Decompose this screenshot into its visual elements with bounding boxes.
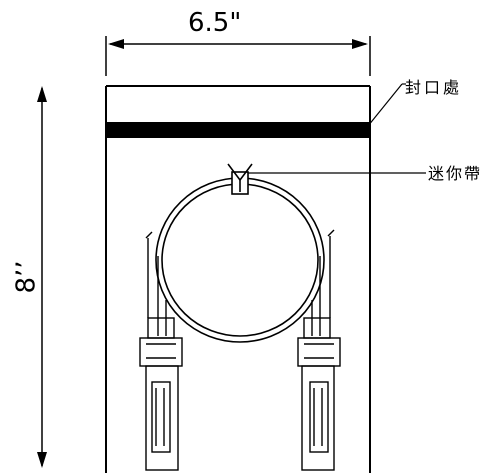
- width-dimension: [105, 36, 371, 76]
- right-connector: [297, 229, 341, 471]
- height-dimension-label: 8’’: [11, 260, 42, 294]
- seal-callout-label: 封口處: [405, 78, 463, 97]
- cable-coil: [155, 177, 325, 343]
- mini-tie: [227, 163, 253, 195]
- seal-band: [107, 122, 369, 138]
- left-connector: [139, 231, 183, 471]
- height-dimension: [37, 86, 47, 468]
- seal-leader-line: [367, 83, 406, 127]
- bag-outline: [105, 85, 371, 473]
- tie-callout-label: 迷你帶: [428, 164, 483, 183]
- width-dimension-label: 6.5": [188, 8, 242, 38]
